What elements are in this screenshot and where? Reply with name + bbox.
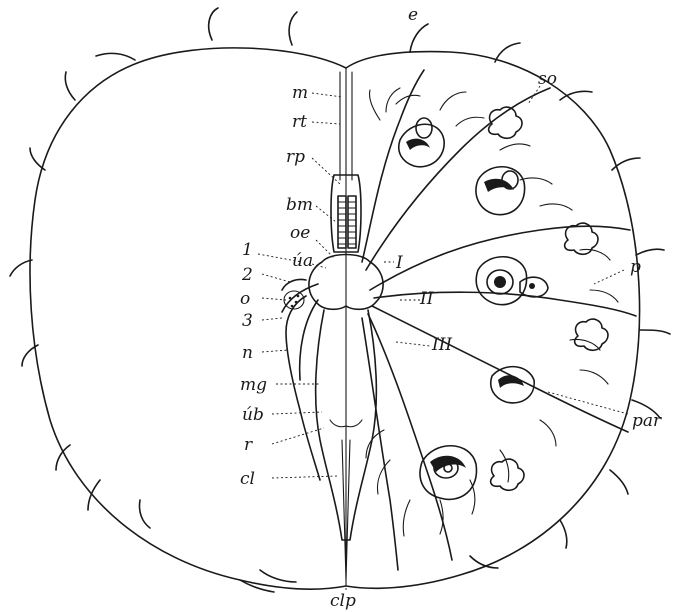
figure-labels: e m rt rp bm oe úa 1 2 o 3 n mg úb r cl … bbox=[240, 5, 662, 611]
label-m: m bbox=[292, 83, 308, 103]
label-bm: bm bbox=[286, 195, 313, 215]
label-ub: úb bbox=[242, 405, 264, 425]
label-p: p bbox=[630, 257, 641, 277]
label-2: 2 bbox=[241, 265, 253, 285]
label-rt: rt bbox=[292, 112, 307, 132]
label-ua: úa bbox=[292, 251, 313, 271]
label-e: e bbox=[408, 5, 418, 25]
label-mg: mg bbox=[240, 375, 267, 395]
label-n: n bbox=[242, 343, 253, 363]
label-III: III bbox=[431, 335, 452, 355]
body-outline bbox=[30, 48, 640, 589]
label-3: 3 bbox=[242, 311, 253, 331]
label-o: o bbox=[240, 289, 250, 309]
label-cl: cl bbox=[240, 469, 255, 489]
label-oe: oe bbox=[290, 223, 310, 243]
label-I: I bbox=[395, 253, 403, 273]
label-rp: rp bbox=[286, 147, 305, 167]
label-so: so bbox=[538, 69, 557, 89]
label-1: 1 bbox=[242, 240, 253, 260]
label-clp: clp bbox=[330, 591, 356, 611]
label-II: II bbox=[419, 289, 434, 309]
label-par: par bbox=[632, 411, 662, 431]
bulbus-musculosus bbox=[338, 196, 356, 248]
label-r: r bbox=[244, 435, 253, 455]
